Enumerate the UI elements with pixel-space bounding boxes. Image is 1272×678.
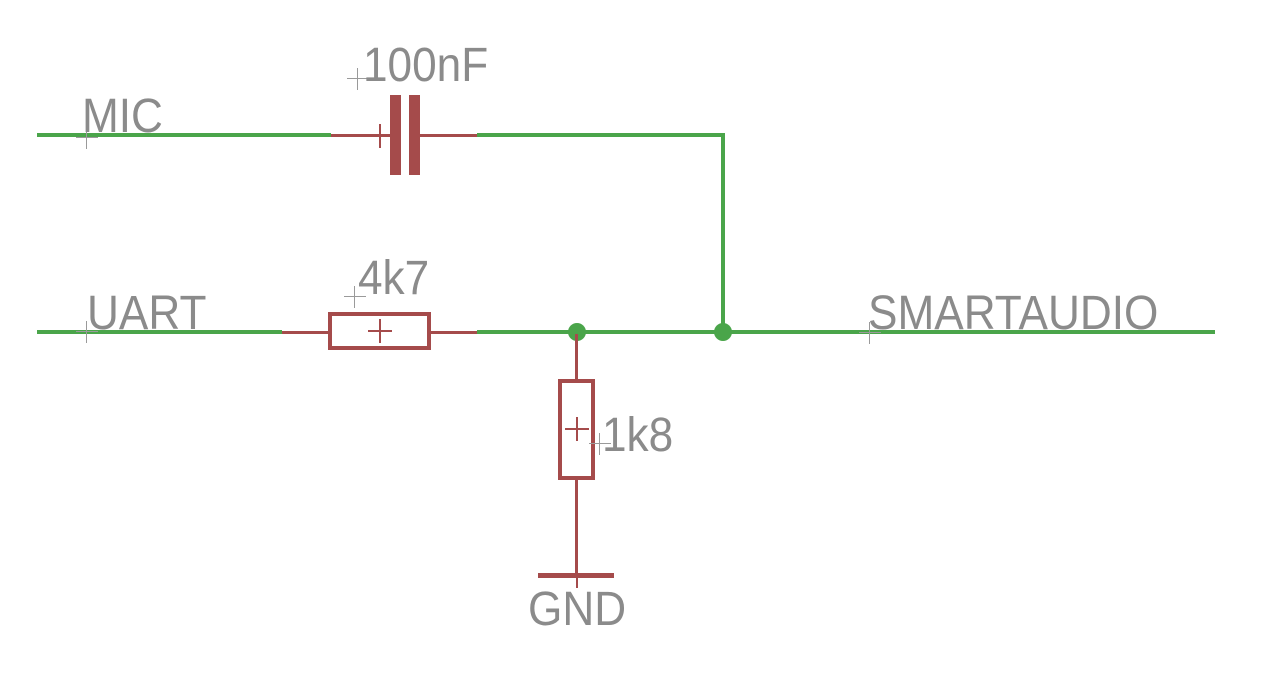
value-label-capacitor: 100nF	[363, 39, 489, 92]
r2-value-origin-cross	[589, 433, 611, 455]
capacitor-plate-left	[390, 95, 401, 175]
net-label-uart: UART	[87, 287, 207, 340]
resistor-r2-lead-bottom	[575, 480, 578, 574]
mic-origin-cross	[76, 127, 98, 149]
uart-wire-left	[37, 330, 282, 334]
value-label-r2: 1k8	[602, 409, 674, 462]
capacitor-plate-right	[409, 95, 420, 175]
r1-value-origin-cross	[344, 286, 366, 308]
gnd-bar	[538, 573, 614, 578]
capacitor-origin-cross	[368, 124, 392, 148]
cap-value-origin-cross	[347, 68, 369, 90]
net-label-smartaudio: SMARTAUDIO	[868, 287, 1159, 340]
capacitor-lead-right	[420, 134, 477, 137]
resistor-r1-lead-right	[431, 331, 477, 334]
gnd-pin-stub	[576, 578, 578, 588]
net-label-mic: MIC	[82, 90, 163, 143]
capacitor-lead-left	[331, 134, 390, 137]
mic-wire-left	[37, 133, 331, 137]
resistor-r2-origin-cross	[565, 417, 589, 441]
mic-drop-wire	[721, 133, 725, 334]
gnd-label: GND	[528, 583, 627, 636]
value-label-r1: 4k7	[358, 252, 430, 305]
smartaudio-origin-cross	[859, 322, 881, 344]
mic-wire-right	[477, 133, 725, 137]
resistor-r1-lead-left	[282, 331, 328, 334]
junction-dot-pulldown	[568, 323, 586, 341]
smartaudio-wire	[477, 330, 1215, 334]
resistor-r2-lead-top	[575, 334, 578, 379]
junction-dot-mic	[714, 323, 732, 341]
resistor-r1-origin-cross	[368, 319, 392, 343]
uart-origin-cross	[76, 321, 98, 343]
resistor-r1-body	[328, 312, 431, 350]
resistor-r2-body	[558, 379, 595, 480]
